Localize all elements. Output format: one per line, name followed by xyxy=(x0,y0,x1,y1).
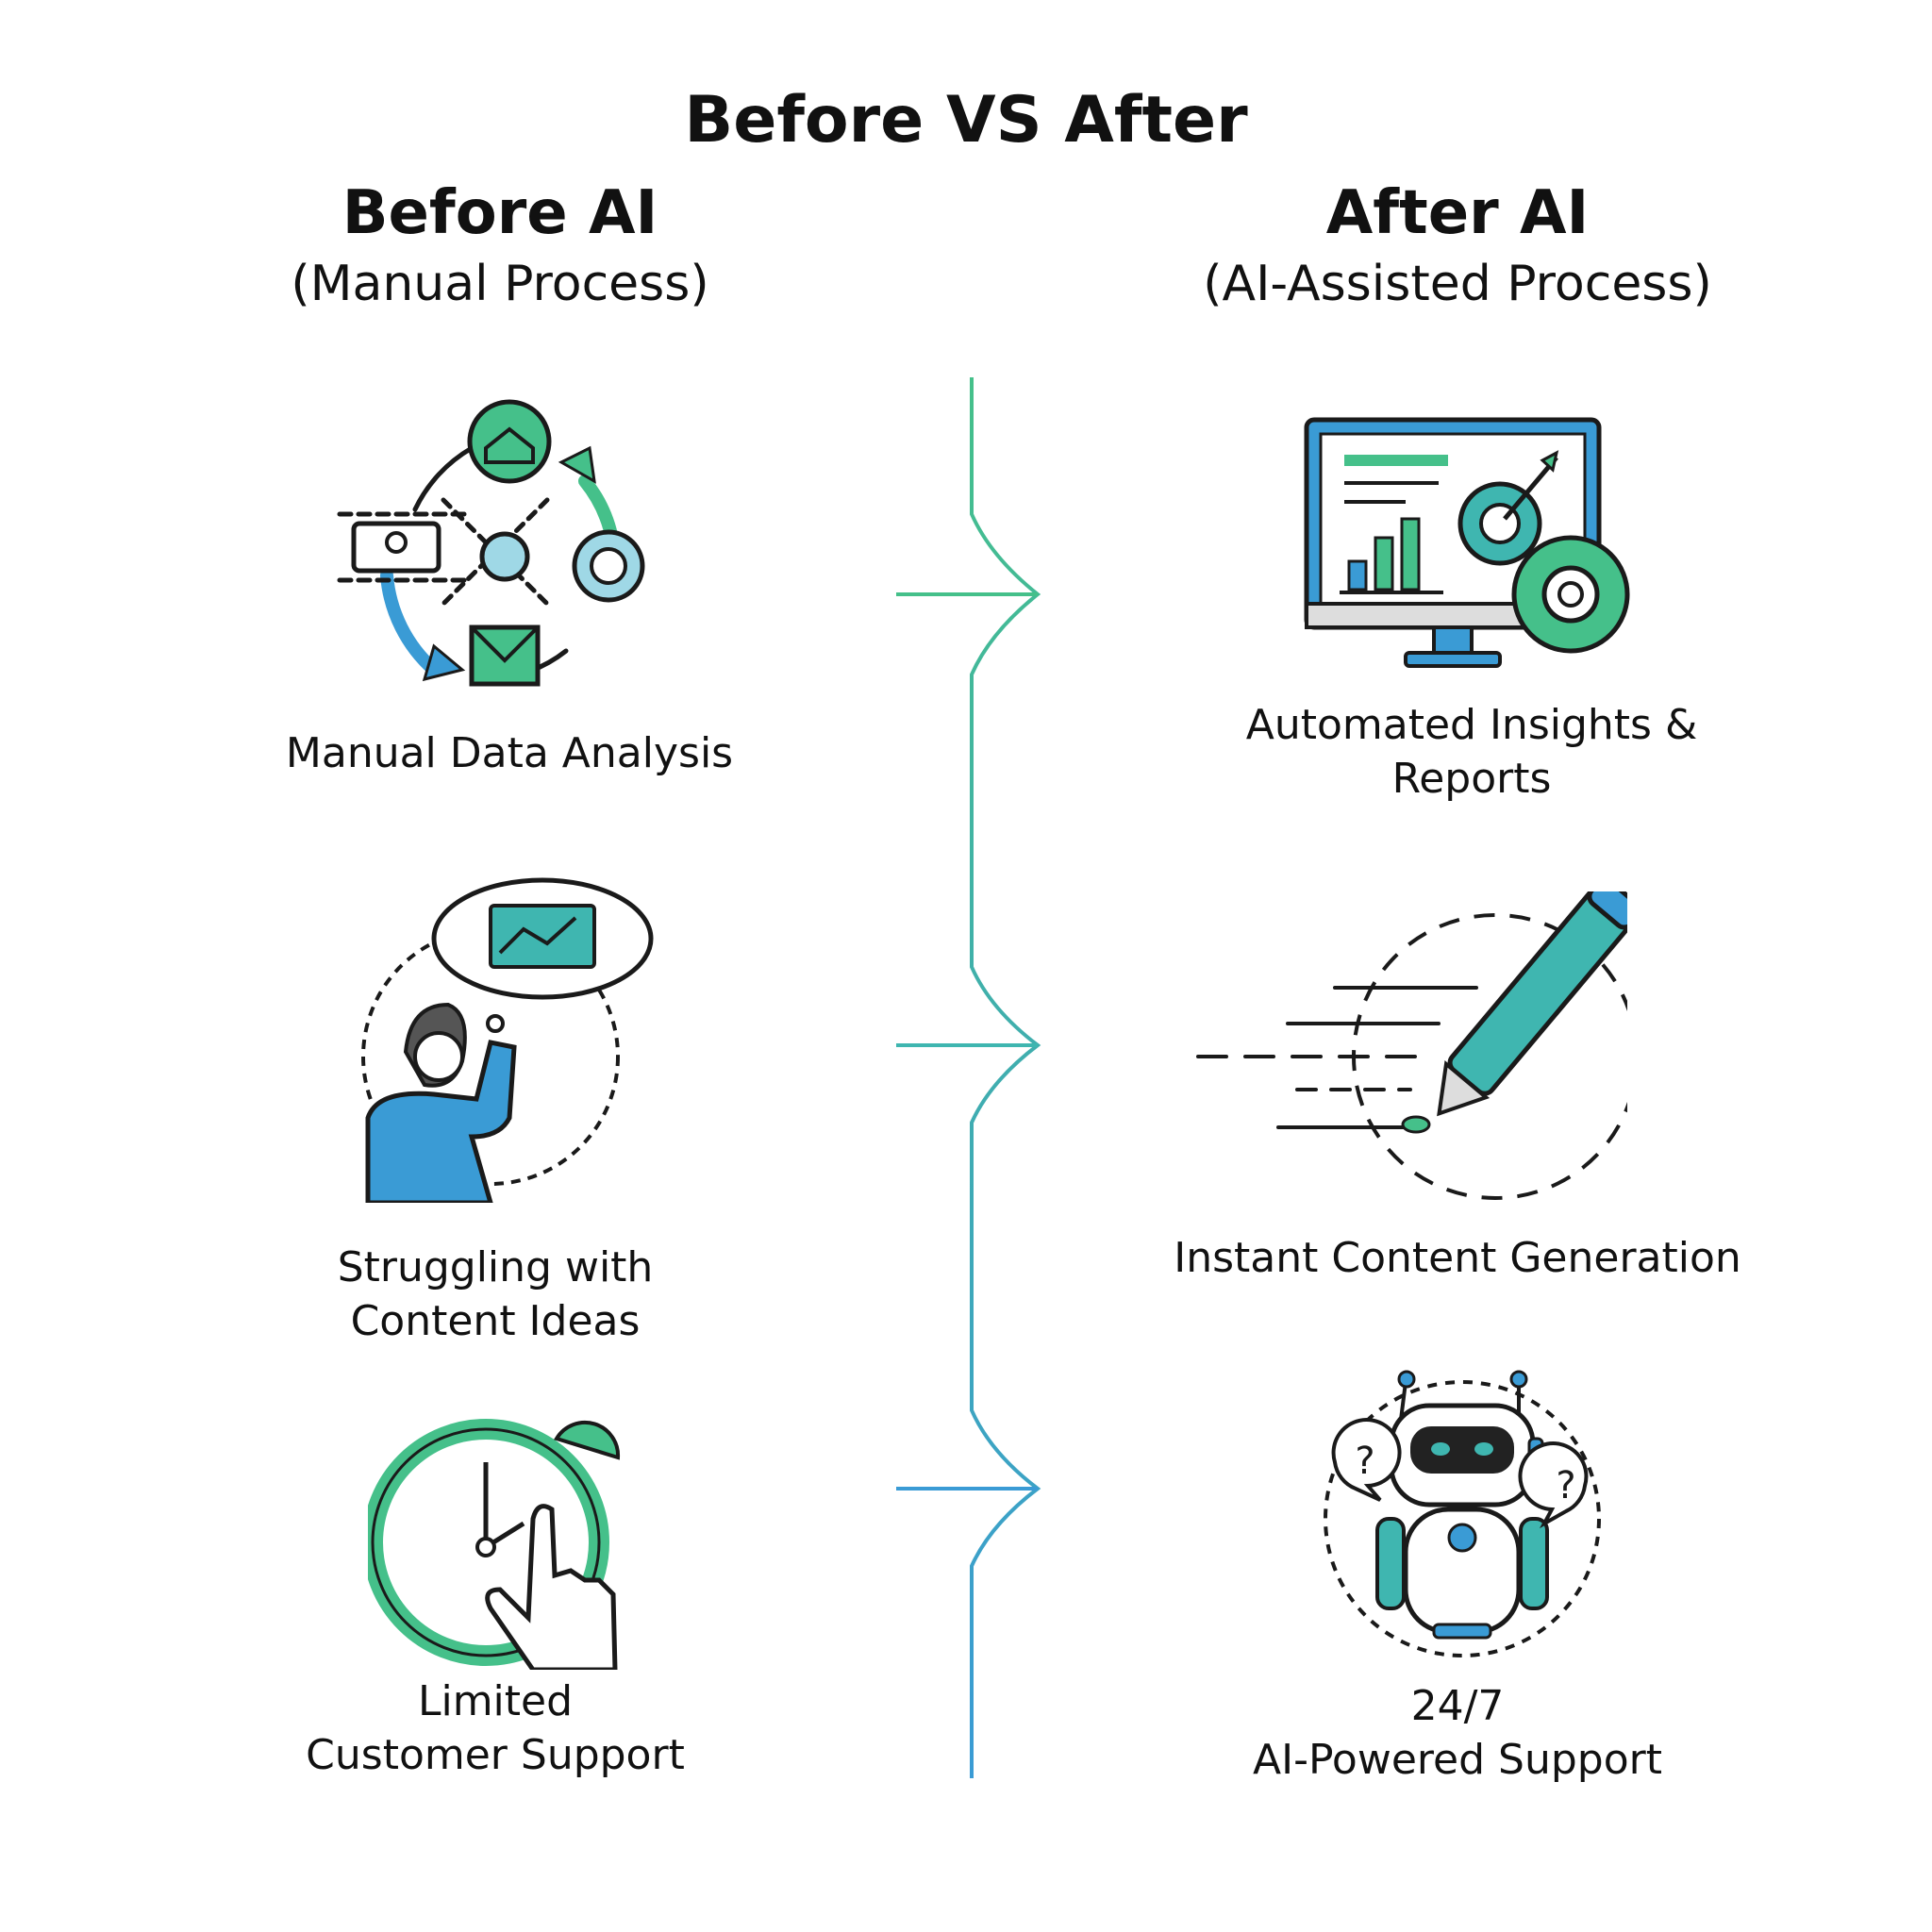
before-heading: Before AI xyxy=(341,178,658,248)
thinking-person-icon xyxy=(361,877,654,1203)
after-subheading: (AI-Assisted Process) xyxy=(1203,255,1712,312)
after-heading: After AI xyxy=(1325,178,1590,248)
after-item-1-label: Automated Insights & Reports xyxy=(1245,701,1698,804)
after-column-heading: After AI (AI-Assisted Process) xyxy=(1033,178,1882,312)
manual-data-cycle-icon xyxy=(337,399,645,687)
dashboard-monitor-icon xyxy=(1304,417,1630,668)
before-item-2-label: Struggling with Content Ideas xyxy=(337,1243,654,1346)
before-subheading: (Manual Process) xyxy=(291,255,709,312)
svg-text:?: ? xyxy=(1355,1440,1374,1483)
support-robot-icon: ? ? xyxy=(1324,1370,1601,1657)
after-item-3-label: 24/7 AI-Powered Support xyxy=(1253,1682,1662,1785)
before-column-heading: Before AI (Manual Process) xyxy=(75,178,924,312)
before-item-1-label: Manual Data Analysis xyxy=(285,729,734,777)
before-item-3-label: Limited Customer Support xyxy=(306,1677,685,1780)
after-item-2-label: Instant Content Generation xyxy=(1174,1234,1741,1282)
pen-writing-icon xyxy=(1196,891,1627,1200)
svg-text:?: ? xyxy=(1556,1464,1575,1507)
page-title: Before VS After xyxy=(684,83,1248,158)
stopwatch-hand-icon xyxy=(368,1419,621,1670)
